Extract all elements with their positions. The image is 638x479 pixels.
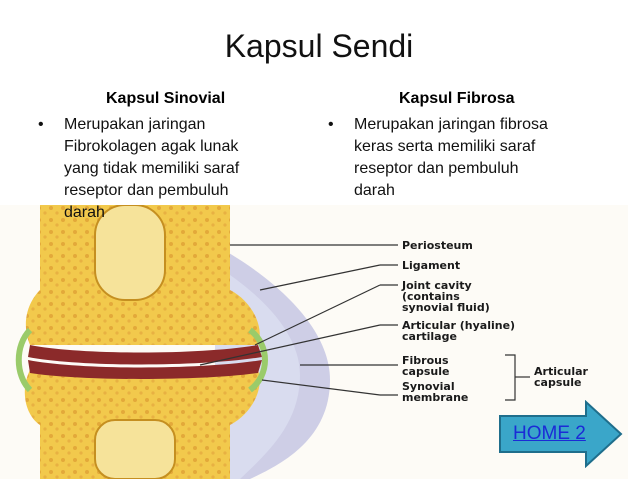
synovial-joint-diagram: Periosteum Ligament Joint cavity (contai…: [0, 205, 628, 479]
label-articular-capsule-1: Articular: [534, 365, 589, 378]
home-2-arrow-button[interactable]: [498, 400, 623, 468]
label-fibrous-capsule-1: Fibrous: [402, 354, 449, 367]
label-synovial-membrane-2: membrane: [402, 391, 468, 404]
right-bullet-line: reseptor dan pembuluh: [354, 160, 519, 177]
right-column-heading: Kapsul Fibrosa: [399, 90, 515, 107]
right-bullet-line: Merupakan jaringan fibrosa: [354, 116, 548, 133]
lower-marrow: [94, 419, 176, 479]
right-bullet-line: darah: [354, 182, 395, 199]
label-synovial-membrane-1: Synovial: [402, 380, 455, 393]
slide-title: Kapsul Sendi: [224, 28, 414, 64]
label-joint-cavity-1: Joint cavity: [401, 279, 472, 292]
left-bullet-line: Fibrokolagen agak lunak: [64, 138, 239, 155]
label-joint-cavity-2: (contains: [402, 290, 460, 303]
synovial-membrane-left: [15, 327, 33, 393]
right-bullet: • Merupakan jaringan fibrosa keras serta…: [328, 114, 618, 214]
arrow-right-icon: [499, 400, 623, 468]
label-joint-cavity-3: synovial fluid): [402, 301, 490, 314]
right-bullet-line: keras serta memiliki saraf: [354, 138, 536, 155]
label-articular-capsule-2: capsule: [534, 376, 581, 389]
left-column-heading: Kapsul Sinovial: [106, 90, 226, 107]
articular-cartilage: [28, 345, 262, 365]
bullet-dot: •: [38, 116, 44, 133]
synovial-membrane-right: [248, 327, 268, 393]
label-periosteum: Periosteum: [402, 239, 473, 252]
marrow-cavity: [94, 205, 166, 301]
label-articular-cartilage-1: Articular (hyaline): [402, 319, 515, 332]
left-bullet-text: Merupakan jaringan Fibrokolagen agak lun…: [64, 114, 239, 224]
left-bullet-line: Merupakan jaringan: [64, 116, 206, 133]
bullet-dot: •: [328, 116, 334, 133]
label-fibrous-capsule-2: capsule: [402, 365, 449, 378]
label-ligament: Ligament: [402, 259, 460, 272]
articular-cartilage-lower: [28, 360, 262, 379]
left-bullet: • Merupakan jaringan Fibrokolagen agak l…: [38, 114, 298, 234]
label-articular-cartilage-2: cartilage: [402, 330, 457, 343]
left-bullet-line: yang tidak memiliki saraf: [64, 160, 240, 177]
right-bullet-text: Merupakan jaringan fibrosa keras serta m…: [354, 114, 548, 202]
left-bullet-line: darah: [64, 204, 105, 221]
home-2-link[interactable]: HOME 2: [513, 423, 586, 444]
left-bullet-line: reseptor dan pembuluh: [64, 182, 229, 199]
